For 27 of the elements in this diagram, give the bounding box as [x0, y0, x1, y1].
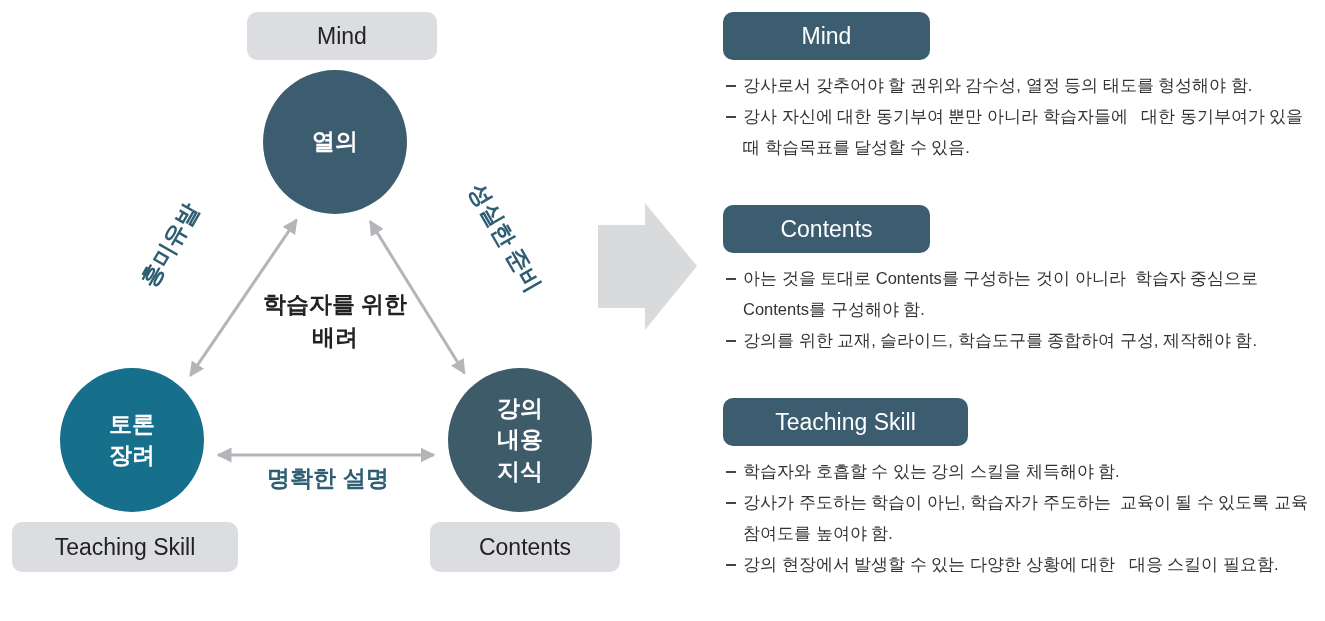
node-label: Mind — [317, 22, 367, 50]
edge-label: 명확한 설명 — [267, 463, 389, 493]
bullet-text: 강의 현장에서 발생할 수 있는 다양한 상황에 대한 대응 스킬이 필요함. — [723, 549, 1315, 580]
node-text: 열의 — [312, 127, 358, 157]
center-caption: 학습자를 위한 배려 — [261, 290, 409, 353]
bullet-text: 학습자와 호흡할 수 있는 강의 스킬을 체득해야 함. — [723, 456, 1315, 487]
node-text: 강의 내용 지식 — [496, 394, 544, 486]
bullet-text: 강사 자신에 대한 동기부여 뿐만 아니라 학습자들에 대한 동기부여가 있을 때 학습목표를 달성할 수 있음. — [723, 101, 1315, 163]
category-tag — [247, 12, 437, 60]
bullet-text: 아는 것을 토대로 Contents를 구성하는 것이 아니라 학습자 중심으로 Contents를 구성해야 함. — [723, 263, 1315, 325]
section-header — [723, 398, 968, 446]
section-header — [723, 205, 930, 253]
bullet-text: 강의를 위한 교재, 슬라이드, 학습도구를 종합하여 구성, 제작해야 함. — [723, 325, 1315, 356]
category-tag — [12, 522, 238, 572]
bullet-text: 강사로서 갖추어야 할 권위와 감수성, 열정 등의 태도를 형성해야 함. — [723, 70, 1315, 101]
bullet-text: 강사가 주도하는 학습이 아닌, 학습자가 주도하는 교육이 될 수 있도록 교육 참여도를 높여야 함. — [723, 487, 1315, 549]
double-arrow — [216, 447, 436, 463]
node-label: Mind — [801, 22, 852, 50]
node-label: Teaching Skill — [54, 533, 196, 561]
double-arrow — [189, 218, 298, 377]
double-arrow — [368, 220, 466, 375]
node-label: Teaching Skill — [775, 408, 916, 436]
node-label: Contents — [478, 533, 572, 561]
category-tag — [430, 522, 620, 572]
node-label: Contents — [780, 215, 873, 243]
section-header — [723, 12, 930, 60]
node-text: 토론 장려 — [108, 409, 156, 470]
